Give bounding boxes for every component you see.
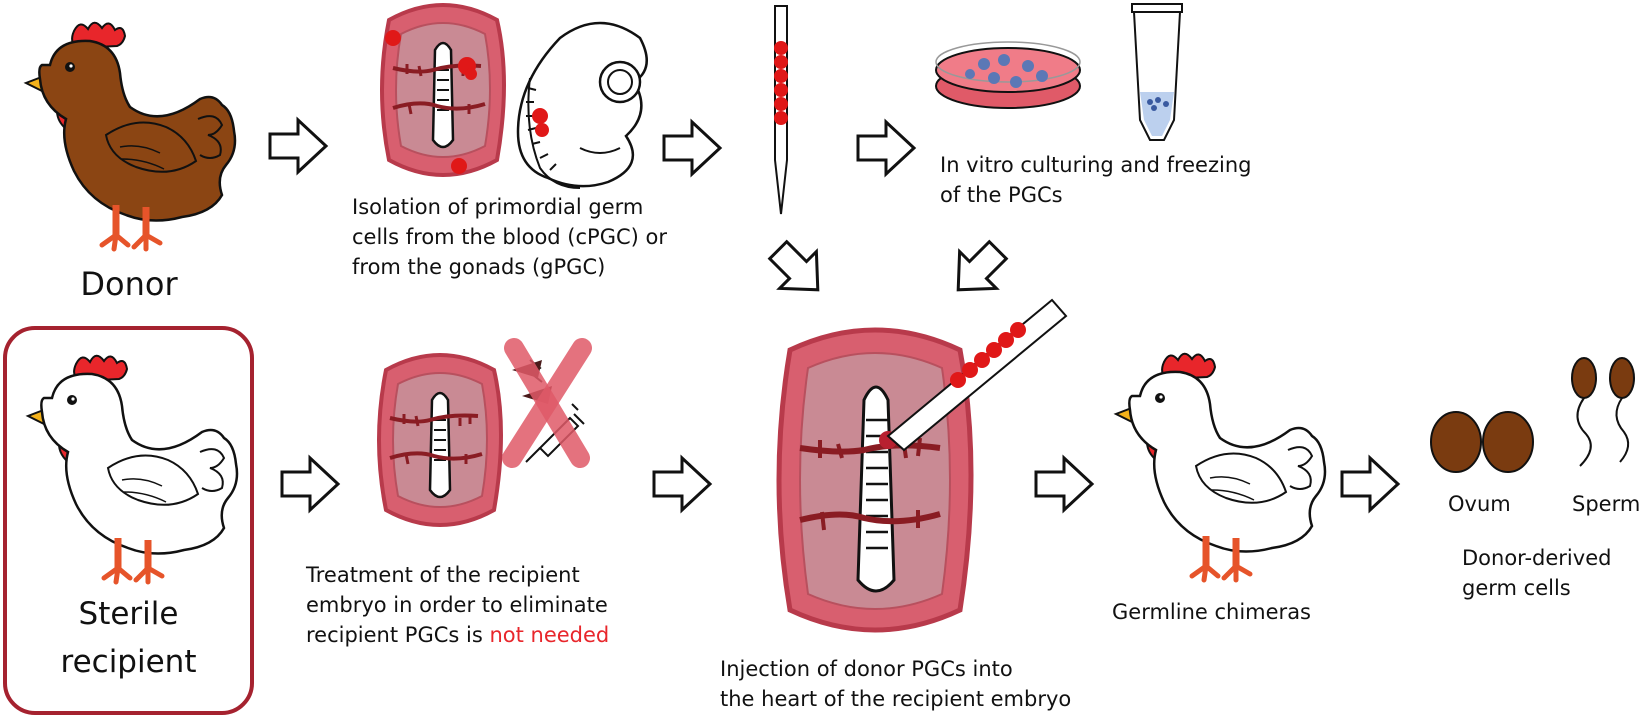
treatment-line-1: Treatment of the recipient <box>306 563 580 587</box>
injection-line-2: the heart of the recipient embryo <box>720 687 1072 711</box>
embryo-side-view-icon <box>516 21 648 189</box>
recipient-label: Sterile recipient <box>26 590 231 686</box>
cryo-tube-icon <box>1131 3 1183 141</box>
cross-icon <box>502 338 592 468</box>
germ-cells-line-1: Donor-derived <box>1462 546 1612 570</box>
arrow-icon <box>268 118 328 174</box>
sperm-label: Sperm <box>1572 492 1641 516</box>
arrow-icon <box>856 120 916 176</box>
germ-cells-line-2: germ cells <box>1462 576 1571 600</box>
ovum-label: Ovum <box>1448 492 1511 516</box>
ovum-icon <box>1430 411 1534 473</box>
arrow-icon <box>280 456 340 512</box>
arrow-icon <box>662 120 722 176</box>
culture-line-2: of the PGCs <box>940 183 1063 207</box>
arrow-icon <box>1034 456 1094 512</box>
isolation-line-1: Isolation of primordial germ <box>352 195 644 219</box>
recipient-line-2: recipient <box>60 644 197 680</box>
embryo-disc-icon <box>377 353 503 527</box>
injection-line-1: Injection of donor PGCs into <box>720 657 1013 681</box>
chimera-hen-icon <box>1116 354 1325 580</box>
injection-caption: Injection of donor PGCs into the heart o… <box>720 654 1071 714</box>
sterile-hen-icon <box>28 356 237 582</box>
injection-embryo-icon <box>776 298 1068 633</box>
pipette-icon <box>774 5 788 215</box>
not-needed-highlight: not needed <box>489 623 610 647</box>
isolation-caption: Isolation of primordial germ cells from … <box>352 192 667 282</box>
embryo-disc-icon <box>380 3 506 177</box>
culture-caption: In vitro culturing and freezing of the P… <box>940 150 1251 210</box>
treatment-line-3: recipient PGCs is not needed <box>306 620 609 650</box>
isolation-line-3: from the gonads (gPGC) <box>352 255 606 279</box>
arrow-icon <box>652 456 712 512</box>
recipient-line-1: Sterile <box>78 596 179 632</box>
germ-cells-caption: Donor-derived germ cells <box>1462 543 1611 603</box>
treatment-line-3-prefix: recipient PGCs is <box>306 623 490 647</box>
arrow-icon <box>758 230 838 310</box>
sperm-icon <box>1571 357 1635 467</box>
donor-label: Donor <box>80 265 178 303</box>
recipient-frame <box>3 326 254 715</box>
donor-hen-icon <box>26 23 235 249</box>
culture-line-1: In vitro culturing and freezing <box>940 153 1252 177</box>
chimeras-label: Germline chimeras <box>1112 600 1311 624</box>
arrow-icon <box>1340 456 1400 512</box>
isolation-line-2: cells from the blood (cPGC) or <box>352 225 667 249</box>
treatment-caption: Treatment of the recipient embryo in ord… <box>306 560 609 650</box>
petri-dish-icon <box>935 41 1081 109</box>
arrow-icon <box>938 230 1018 310</box>
treatment-line-2: embryo in order to eliminate <box>306 593 608 617</box>
